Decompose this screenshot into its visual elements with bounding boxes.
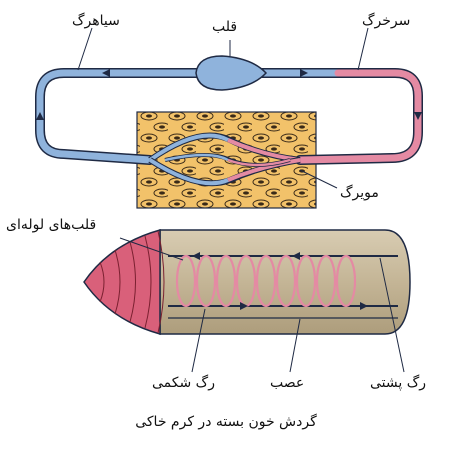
heart-icon	[196, 56, 266, 90]
tubular-hearts-label: قلب‌های لوله‌ای	[6, 218, 96, 232]
artery-vessel	[300, 73, 418, 160]
artery-label: سرخرگ	[362, 14, 410, 28]
capillary-label: مویرگ	[340, 186, 379, 200]
worm-head	[84, 230, 164, 334]
figure-caption: گردش خون بسته در کرم خاکی	[0, 414, 452, 430]
heart-label: قلب	[212, 20, 237, 34]
nerve-label: عصب	[270, 376, 304, 390]
dorsal-vessel-label: رگ پشتی	[370, 376, 426, 390]
ventral-vessel-label: رگ شکمی	[152, 376, 215, 390]
vein-label: سیاهرگ	[72, 14, 120, 28]
